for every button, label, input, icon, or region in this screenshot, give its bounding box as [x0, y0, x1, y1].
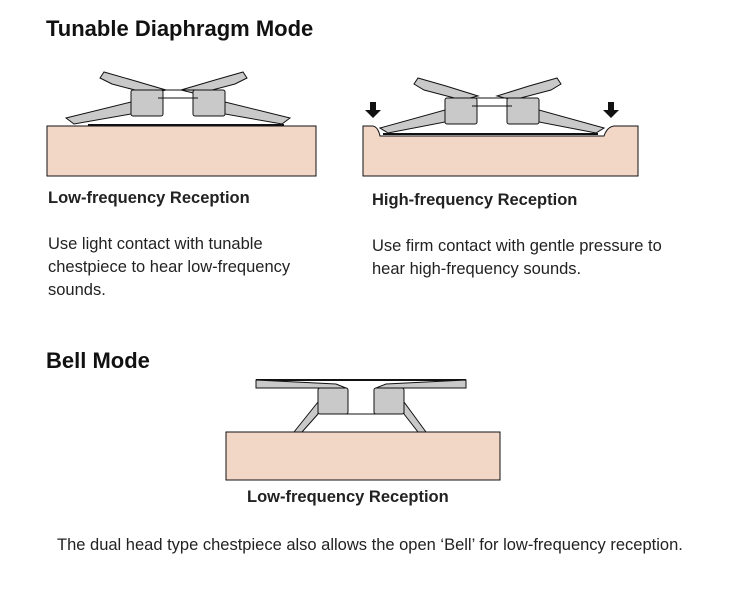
chestpiece-low — [64, 71, 292, 126]
pressure-arrow-right-icon — [603, 102, 619, 118]
pressure-arrow-left-icon — [365, 102, 381, 118]
description-high-frequency: Use firm contact with gentle pressure to… — [372, 237, 662, 278]
subtitle-bell-low-frequency: Low-frequency Reception — [247, 488, 449, 506]
subtitle-low-frequency: Low-frequency Reception — [48, 189, 250, 207]
chestpiece-high — [378, 77, 606, 135]
skin-block-bell — [225, 431, 501, 481]
chestpiece-bell — [255, 379, 467, 433]
subtitle-high-frequency: High-frequency Reception — [372, 191, 578, 209]
description-low-frequency: Use light contact with tunable chestpiec… — [48, 235, 291, 299]
skin-block-high — [362, 125, 639, 177]
section-title-diaphragm: Tunable Diaphragm Mode — [46, 16, 314, 41]
skin-block-low — [46, 125, 317, 177]
section-title-bell: Bell Mode — [46, 348, 150, 373]
description-bell: The dual head type chestpiece also allow… — [57, 536, 683, 554]
